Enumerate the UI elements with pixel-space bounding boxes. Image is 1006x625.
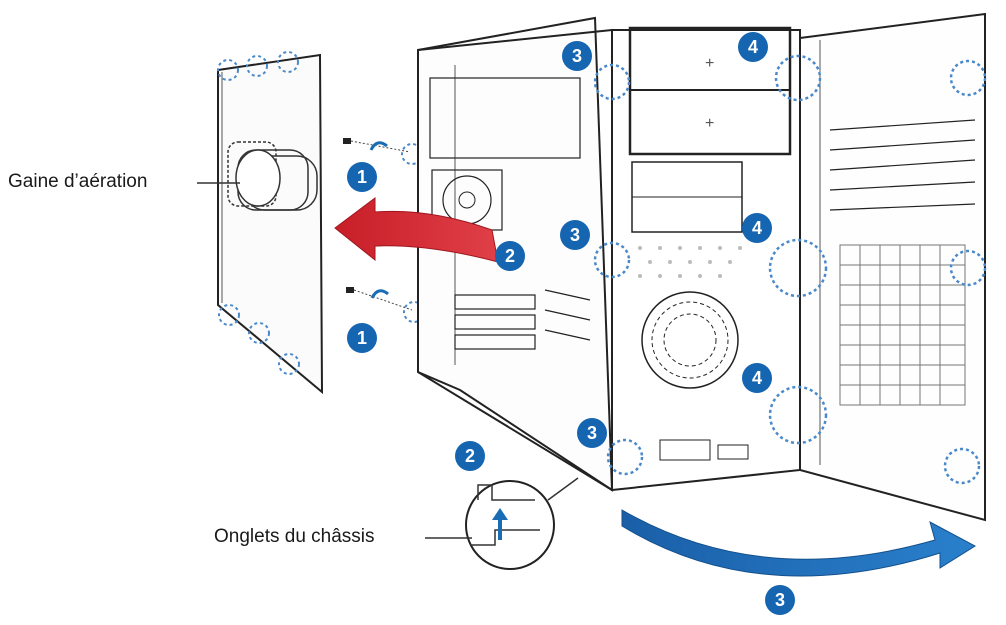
step-1-number-top: 1 (357, 167, 367, 187)
step-4-number-top: 4 (748, 37, 758, 57)
step-1-badge-top: 1 (347, 162, 377, 192)
step-1-badge-bottom: 1 (347, 323, 377, 353)
step-4-badge-middle: 4 (742, 213, 772, 243)
tab-callouts (593, 54, 987, 485)
step-4-number-lower: 4 (752, 368, 762, 388)
front-panel (799, 12, 986, 522)
air-duct-label: Gaine d’aération (8, 171, 148, 192)
screw-top (343, 138, 423, 165)
svg-text:+: + (705, 115, 714, 132)
step-2-badge-lower: 2 (455, 441, 485, 471)
step-4-badge-lower: 4 (742, 363, 772, 393)
step-3-badge-middle: 3 (560, 220, 590, 250)
step-2-number-lower: 2 (465, 446, 475, 466)
step-1-number-bottom: 1 (357, 328, 367, 348)
side-panel (217, 51, 324, 395)
step-3-badge-arrow: 3 (765, 585, 795, 615)
step-3-badge-top: 3 (562, 41, 592, 71)
vent-holes (638, 246, 742, 278)
chassis-tabs-inset (465, 477, 579, 570)
swing-front-panel-arrow (621, 509, 976, 577)
step-2-badge-arrow: 2 (495, 241, 525, 271)
step-3-number-lower: 3 (587, 423, 597, 443)
step-3-number-arrow: 3 (775, 590, 785, 610)
step-4-badge-top: 4 (738, 32, 768, 62)
step-3-number-top: 3 (572, 46, 582, 66)
svg-text:+: + (705, 55, 714, 72)
step-2-number-arrow: 2 (505, 246, 515, 266)
step-4-number-middle: 4 (752, 218, 762, 238)
screw-bottom (346, 287, 425, 323)
step-3-number-middle: 3 (570, 225, 580, 245)
chassis-tabs-label: Onglets du châssis (214, 526, 375, 547)
air-duct-graphic (227, 141, 318, 211)
step-3-badge-lower: 3 (577, 418, 607, 448)
panel-hook-callouts (217, 51, 300, 375)
